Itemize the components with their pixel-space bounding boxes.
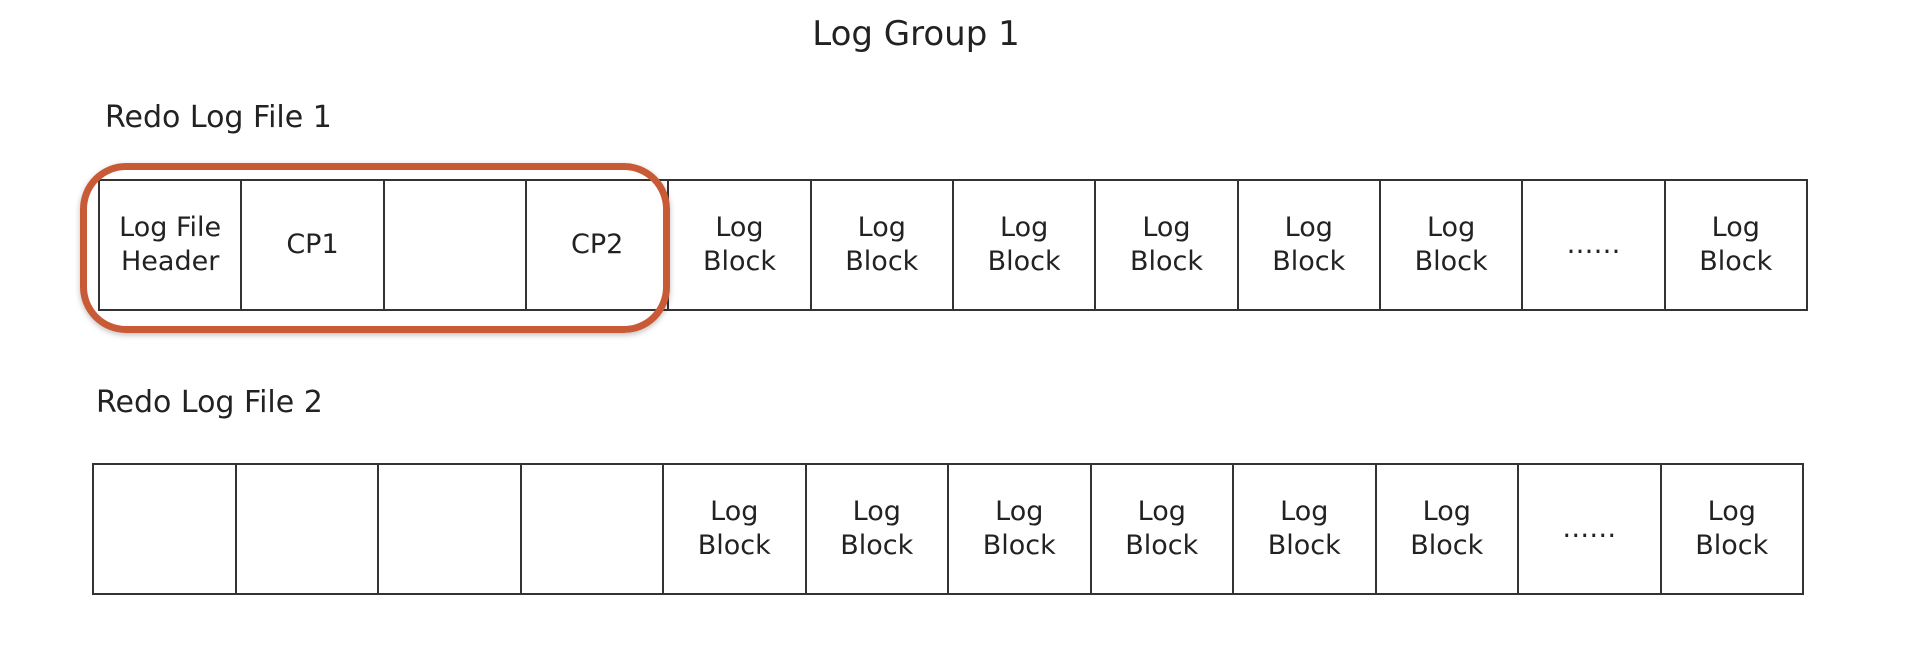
ellipsis-cell: …… — [1519, 465, 1662, 593]
log-block-cell: Log Block — [1234, 465, 1377, 593]
log-block-cell: Log Block — [1092, 465, 1234, 593]
log-block-cell: Log Block — [812, 181, 954, 309]
empty-cell — [522, 465, 664, 593]
diagram-title: Log Group 1 — [812, 14, 1020, 54]
log-block-cell: Log Block — [807, 465, 949, 593]
log-block-cell: Log Block — [1239, 181, 1381, 309]
empty-cell — [385, 181, 527, 309]
empty-cell — [379, 465, 522, 593]
log-block-cell: Log Block — [1666, 181, 1808, 309]
log-block-cell: Log Block — [669, 181, 812, 309]
log-block-cell: Log Block — [954, 181, 1097, 309]
log-block-cell: Log Block — [1096, 181, 1239, 309]
redo-log-file-1-label: Redo Log File 1 — [105, 100, 332, 135]
log-file-header-cell: Log File Header — [100, 181, 243, 309]
log-block-cell: Log Block — [1377, 465, 1519, 593]
checkpoint-cell-cp2: CP2 — [527, 181, 670, 309]
redo-log-file-1-row: Log File Header CP1 CP2 Log Block Log Bl… — [98, 179, 1808, 311]
empty-cell — [94, 465, 237, 593]
redo-log-file-2-row: Log Block Log Block Log Block Log Block … — [92, 463, 1804, 595]
log-block-cell: Log Block — [664, 465, 807, 593]
empty-cell — [237, 465, 379, 593]
log-block-cell: Log Block — [1662, 465, 1804, 593]
checkpoint-cell-cp1: CP1 — [242, 181, 385, 309]
log-block-cell: Log Block — [1381, 181, 1524, 309]
redo-log-file-2-label: Redo Log File 2 — [96, 385, 323, 420]
log-block-cell: Log Block — [949, 465, 1092, 593]
ellipsis-cell: …… — [1523, 181, 1666, 309]
